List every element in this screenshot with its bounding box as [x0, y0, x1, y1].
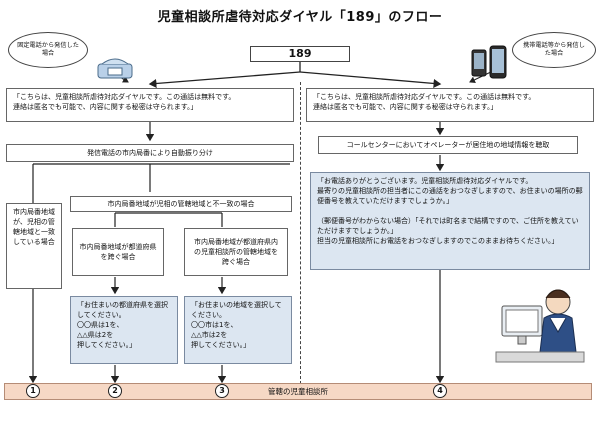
landline-bubble: 固定電話から発信した場合 — [8, 32, 88, 68]
pref-prompt-box: 「お住まいの都道府県を選択してください。 〇〇県は1を、 △△県は2を 押してく… — [70, 296, 178, 364]
route-circle-1: 1 — [26, 384, 40, 398]
landline-phone-icon — [97, 58, 133, 79]
arrow-to-right — [299, 71, 442, 88]
call-center-box: コールセンターにおいてオペレーターが居住地の地域情報を聴取 — [318, 136, 578, 154]
mobile-bubble: 携帯電話等から発信した場合 — [512, 32, 596, 68]
center-divider — [300, 82, 301, 384]
city-prompt-box: 「お住まいの地域を選択してください。 〇〇市は1を、 △△市は2を 押してくださ… — [184, 296, 292, 364]
landline-bubble-text: 固定電話から発信した場合 — [17, 42, 79, 57]
page-title: 児童相談所虐待対応ダイヤル「189」のフロー — [157, 10, 443, 25]
dial-189-box: 189 — [250, 46, 350, 62]
arrow-to-left — [148, 71, 301, 89]
route-circle-4: 4 — [433, 384, 447, 398]
mobile-bubble-text: 携帯電話等から発信した場合 — [523, 42, 585, 57]
operator-illustration-icon — [495, 289, 585, 363]
cross-pref-box: 市内局番地域が都道府県を跨ぐ場合 — [72, 228, 164, 276]
jurisdiction-bar: 管轄の児童相談所 — [4, 383, 592, 400]
mismatch-box: 市内局番地域が児相の管轄地域と不一致の場合 — [70, 196, 292, 212]
route-circle-3: 3 — [215, 384, 229, 398]
cross-area-box: 市内局番地域が都道府県内の児童相談所の管轄地域を跨ぐ場合 — [184, 228, 288, 276]
auto-route-box: 発信電話の市内局番により自動振り分け — [6, 144, 294, 162]
left-announcement: 「こちらは、児童相談所虐待対応ダイヤルです。この通話は無料です。 連絡は匿名でも… — [6, 88, 294, 122]
mobile-phone-icon — [471, 45, 507, 79]
right-announcement: 「こちらは、児童相談所虐待対応ダイヤルです。この通話は無料です。 連絡は匿名でも… — [306, 88, 594, 122]
route-circle-2: 2 — [108, 384, 122, 398]
operator-script-box: 「お電話ありがとうございます。児童相談所虐待対応ダイヤルです。 最寄りの児童相談… — [310, 172, 590, 270]
match-box: 市内局番地域が、児相の管轄地域と一致している場合 — [6, 203, 62, 289]
